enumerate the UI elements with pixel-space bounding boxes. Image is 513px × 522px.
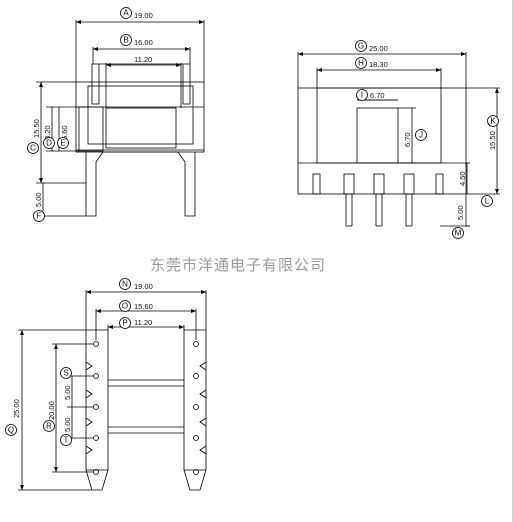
dim-m-value: 5.00 bbox=[456, 205, 465, 220]
side-view bbox=[297, 52, 500, 227]
callout-p: P bbox=[122, 319, 127, 328]
callout-n: N bbox=[122, 280, 128, 289]
arrowheads bbox=[20, 20, 499, 490]
callout-b: B bbox=[123, 36, 128, 45]
dim-f-value: 5.00 bbox=[34, 192, 43, 207]
dim-b-value: 16.00 bbox=[134, 38, 153, 47]
dim-c-value: 15.50 bbox=[32, 119, 41, 138]
callout-q: Q bbox=[8, 426, 14, 435]
callout-m: M bbox=[455, 229, 462, 238]
callout-f: F bbox=[37, 212, 42, 221]
bottom-view bbox=[18, 290, 207, 491]
dim-q-value: 25.00 bbox=[12, 399, 21, 418]
callout-t: T bbox=[64, 436, 69, 445]
callout-o: O bbox=[122, 302, 128, 311]
callout-g: G bbox=[358, 42, 364, 51]
callout-h: H bbox=[358, 59, 364, 68]
dim-b2-value: 11.20 bbox=[134, 55, 152, 64]
dim-k-value: 15.50 bbox=[488, 131, 497, 150]
dim-l-value: 4.50 bbox=[458, 171, 467, 186]
company-watermark: 东莞市洋通电子有限公司 bbox=[150, 256, 327, 274]
dim-j-value: 6.70 bbox=[403, 132, 412, 147]
dim-r-value: 20.00 bbox=[47, 401, 56, 420]
front-view bbox=[36, 20, 205, 217]
dim-p-value: 11.20 bbox=[134, 318, 152, 327]
callout-a: A bbox=[123, 9, 129, 18]
dim-d-value: 8.20 bbox=[43, 125, 52, 140]
callout-k: K bbox=[490, 117, 496, 126]
callout-d: D bbox=[46, 139, 52, 148]
callout-i: I bbox=[361, 91, 363, 100]
callout-r: R bbox=[46, 422, 52, 431]
dim-a-value: 19.00 bbox=[134, 11, 153, 20]
dim-i-value: 6.70 bbox=[370, 91, 385, 100]
dim-s-value: 5.00 bbox=[63, 385, 72, 400]
dim-e-value: 6.60 bbox=[60, 125, 69, 140]
callout-c: C bbox=[30, 144, 36, 153]
callout-e: E bbox=[60, 139, 65, 148]
callout-j: J bbox=[419, 131, 423, 140]
callout-s: S bbox=[63, 369, 68, 378]
dim-n-value: 19.00 bbox=[134, 282, 153, 291]
dim-t-value: 5.00 bbox=[63, 417, 72, 432]
dim-g-value: 25.00 bbox=[369, 44, 388, 53]
callout-l: L bbox=[485, 197, 490, 206]
dim-o-value: 15.60 bbox=[134, 302, 153, 311]
dim-h-value: 18.30 bbox=[369, 60, 388, 69]
callout-circles bbox=[5, 7, 499, 446]
